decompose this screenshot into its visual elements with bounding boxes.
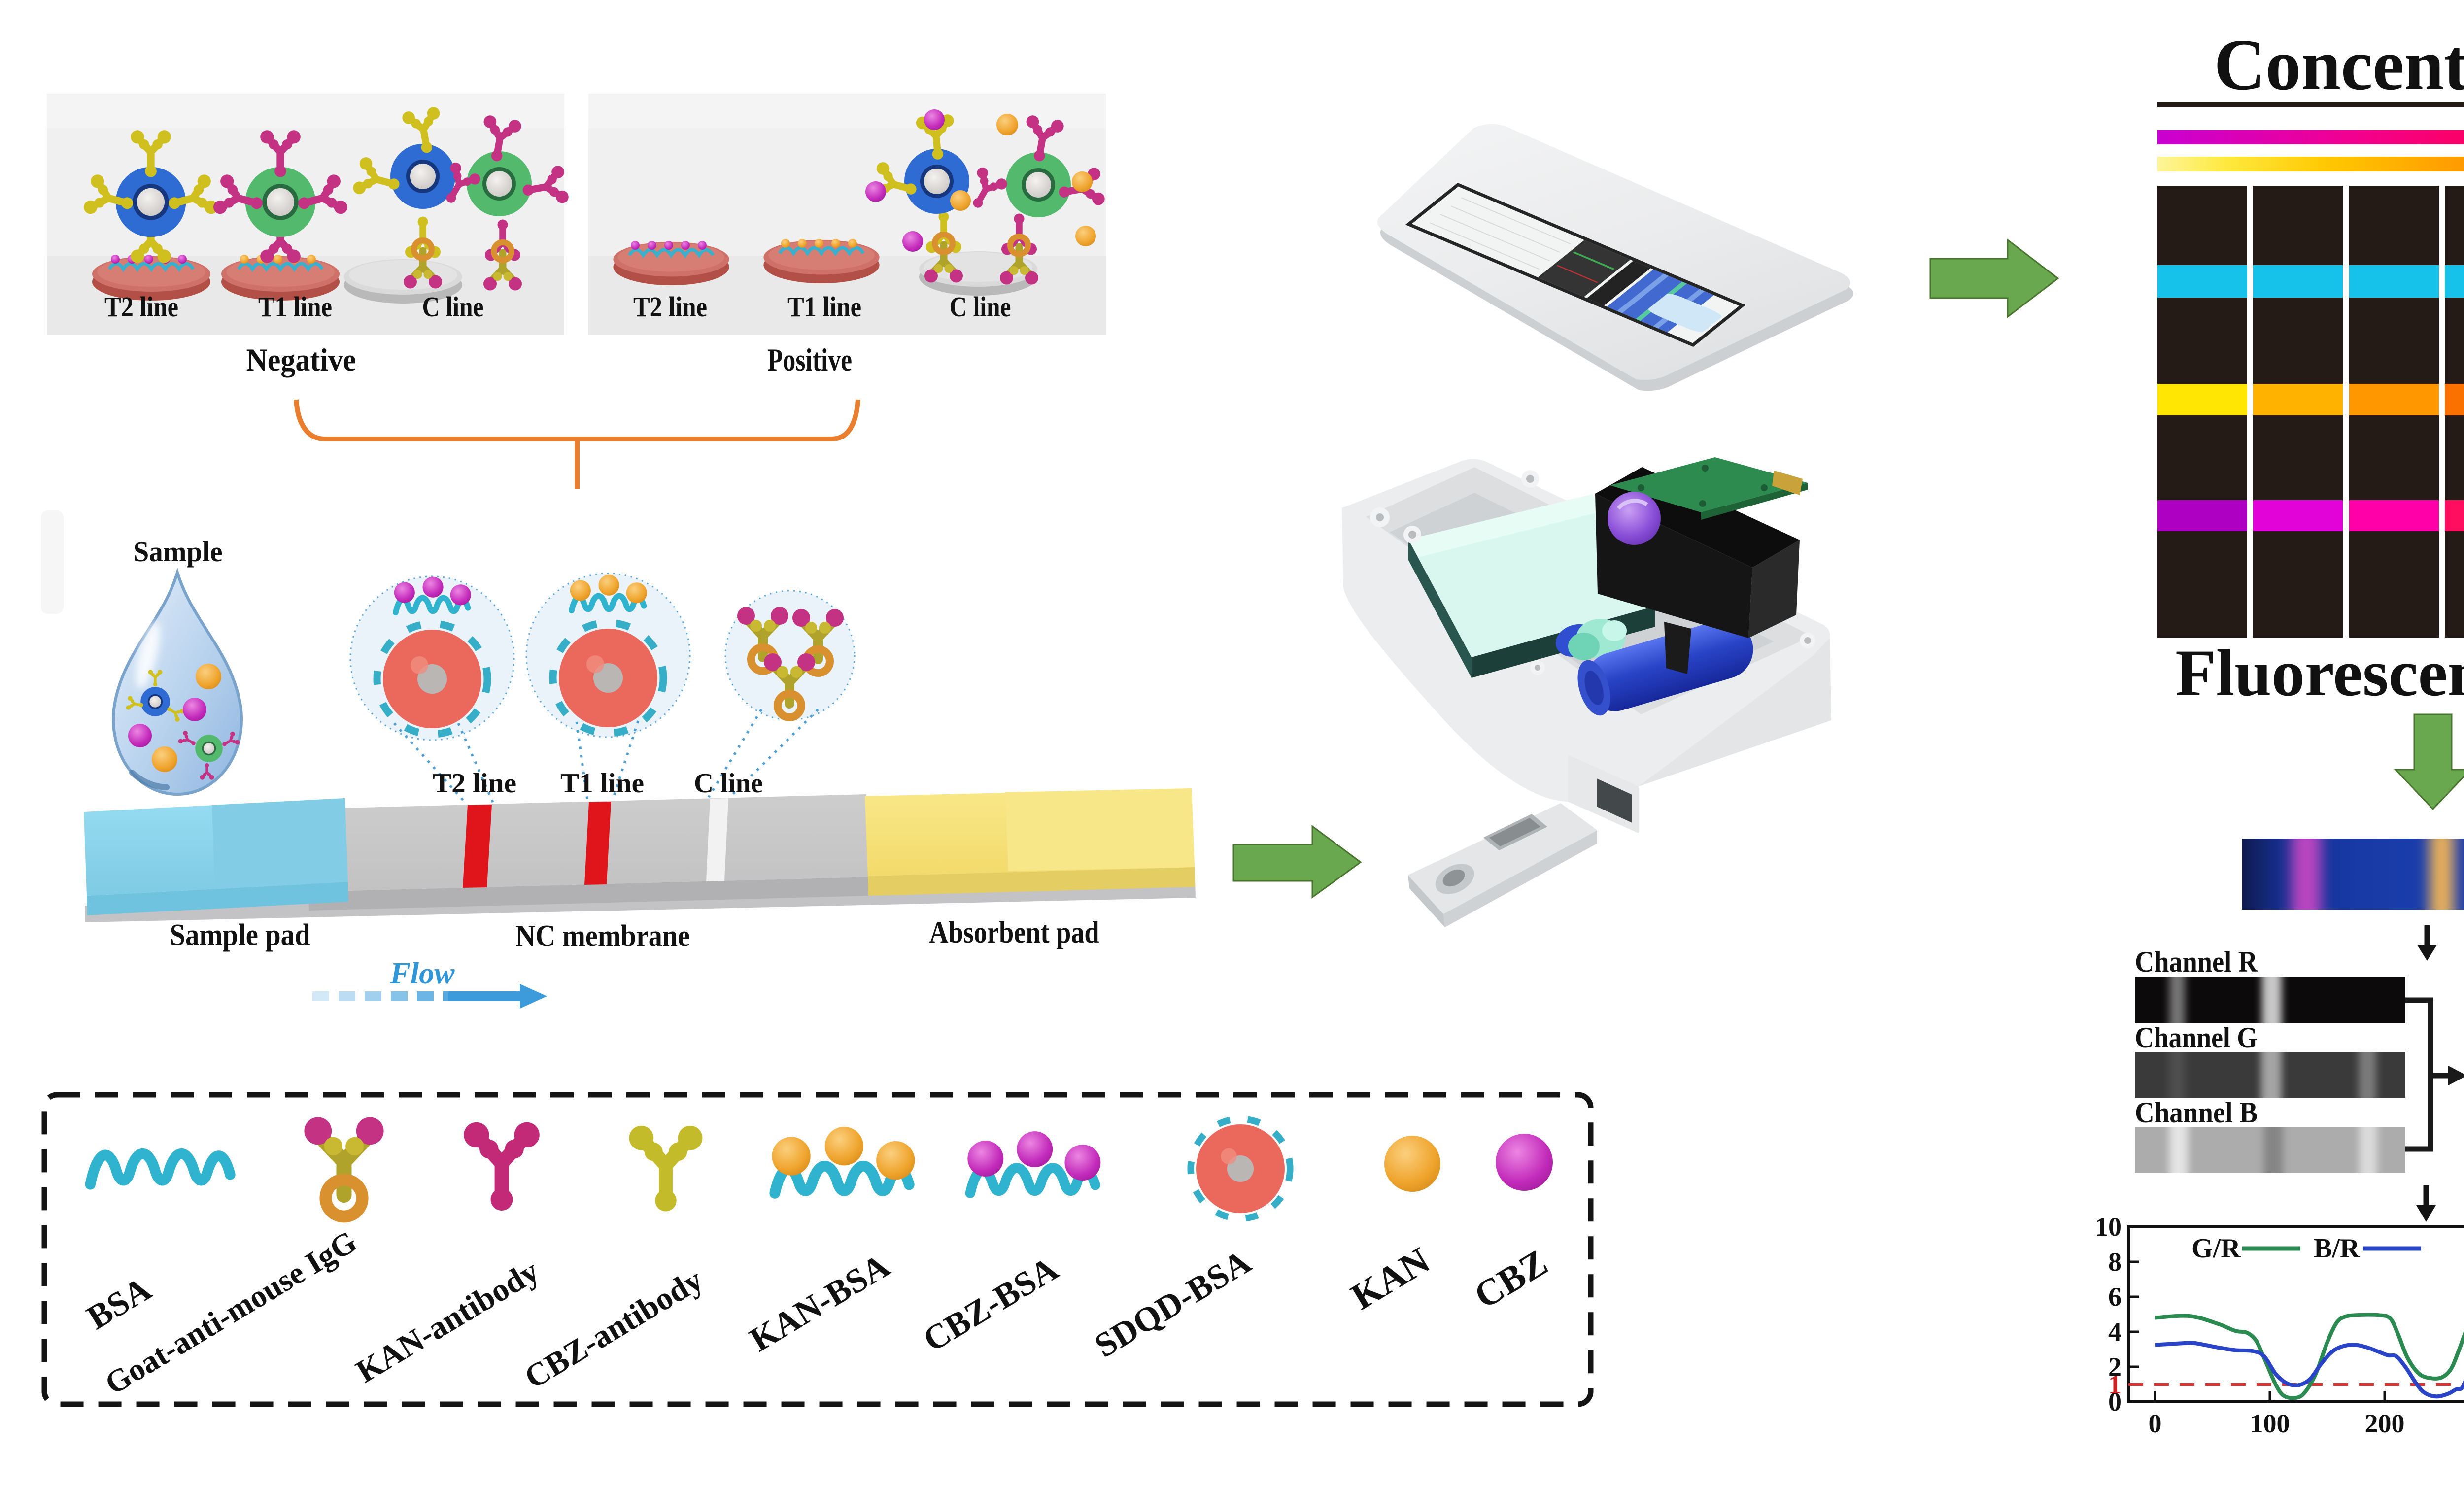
svg-text:Positive: Positive <box>767 342 852 378</box>
svg-text:0: 0 <box>2149 1409 2162 1438</box>
svg-text:NC membrane: NC membrane <box>515 919 690 953</box>
svg-text:Fluorescent images: Fluorescent images <box>2175 637 2464 710</box>
svg-text:B/R: B/R <box>2314 1233 2360 1264</box>
svg-text:Sample pad: Sample pad <box>170 918 310 952</box>
svg-text:G/R: G/R <box>2191 1233 2241 1264</box>
svg-text:T1 line: T1 line <box>560 768 644 799</box>
svg-text:T1 line: T1 line <box>787 291 861 323</box>
svg-text:200: 200 <box>2365 1409 2405 1438</box>
svg-text:T2 line: T2 line <box>633 291 707 323</box>
svg-text:C line: C line <box>694 768 763 799</box>
svg-text:0: 0 <box>2108 1387 2122 1417</box>
svg-text:T2 line: T2 line <box>433 768 516 799</box>
svg-text:1: 1 <box>2108 1370 2122 1399</box>
svg-text:Flow: Flow <box>390 957 455 990</box>
svg-text:Channel B: Channel B <box>2135 1096 2258 1129</box>
svg-text:Absorbent pad: Absorbent pad <box>929 916 1099 949</box>
svg-text:Negative: Negative <box>246 342 356 378</box>
svg-text:Channel G: Channel G <box>2135 1021 2258 1054</box>
svg-text:Channel R: Channel R <box>2135 945 2258 978</box>
svg-text:C line: C line <box>422 291 484 323</box>
svg-text:100: 100 <box>2250 1409 2290 1438</box>
svg-text:10: 10 <box>2095 1212 2122 1242</box>
svg-text:8: 8 <box>2108 1247 2122 1277</box>
svg-text:2: 2 <box>2108 1352 2122 1382</box>
svg-text:4: 4 <box>2108 1317 2122 1347</box>
svg-text:T1 line: T1 line <box>258 291 332 323</box>
svg-text:Concentration: Concentration <box>2214 25 2464 105</box>
svg-text:Sample: Sample <box>134 536 223 568</box>
svg-text:6: 6 <box>2108 1282 2122 1312</box>
svg-text:C line: C line <box>950 291 1011 323</box>
svg-text:T2 line: T2 line <box>104 291 178 323</box>
